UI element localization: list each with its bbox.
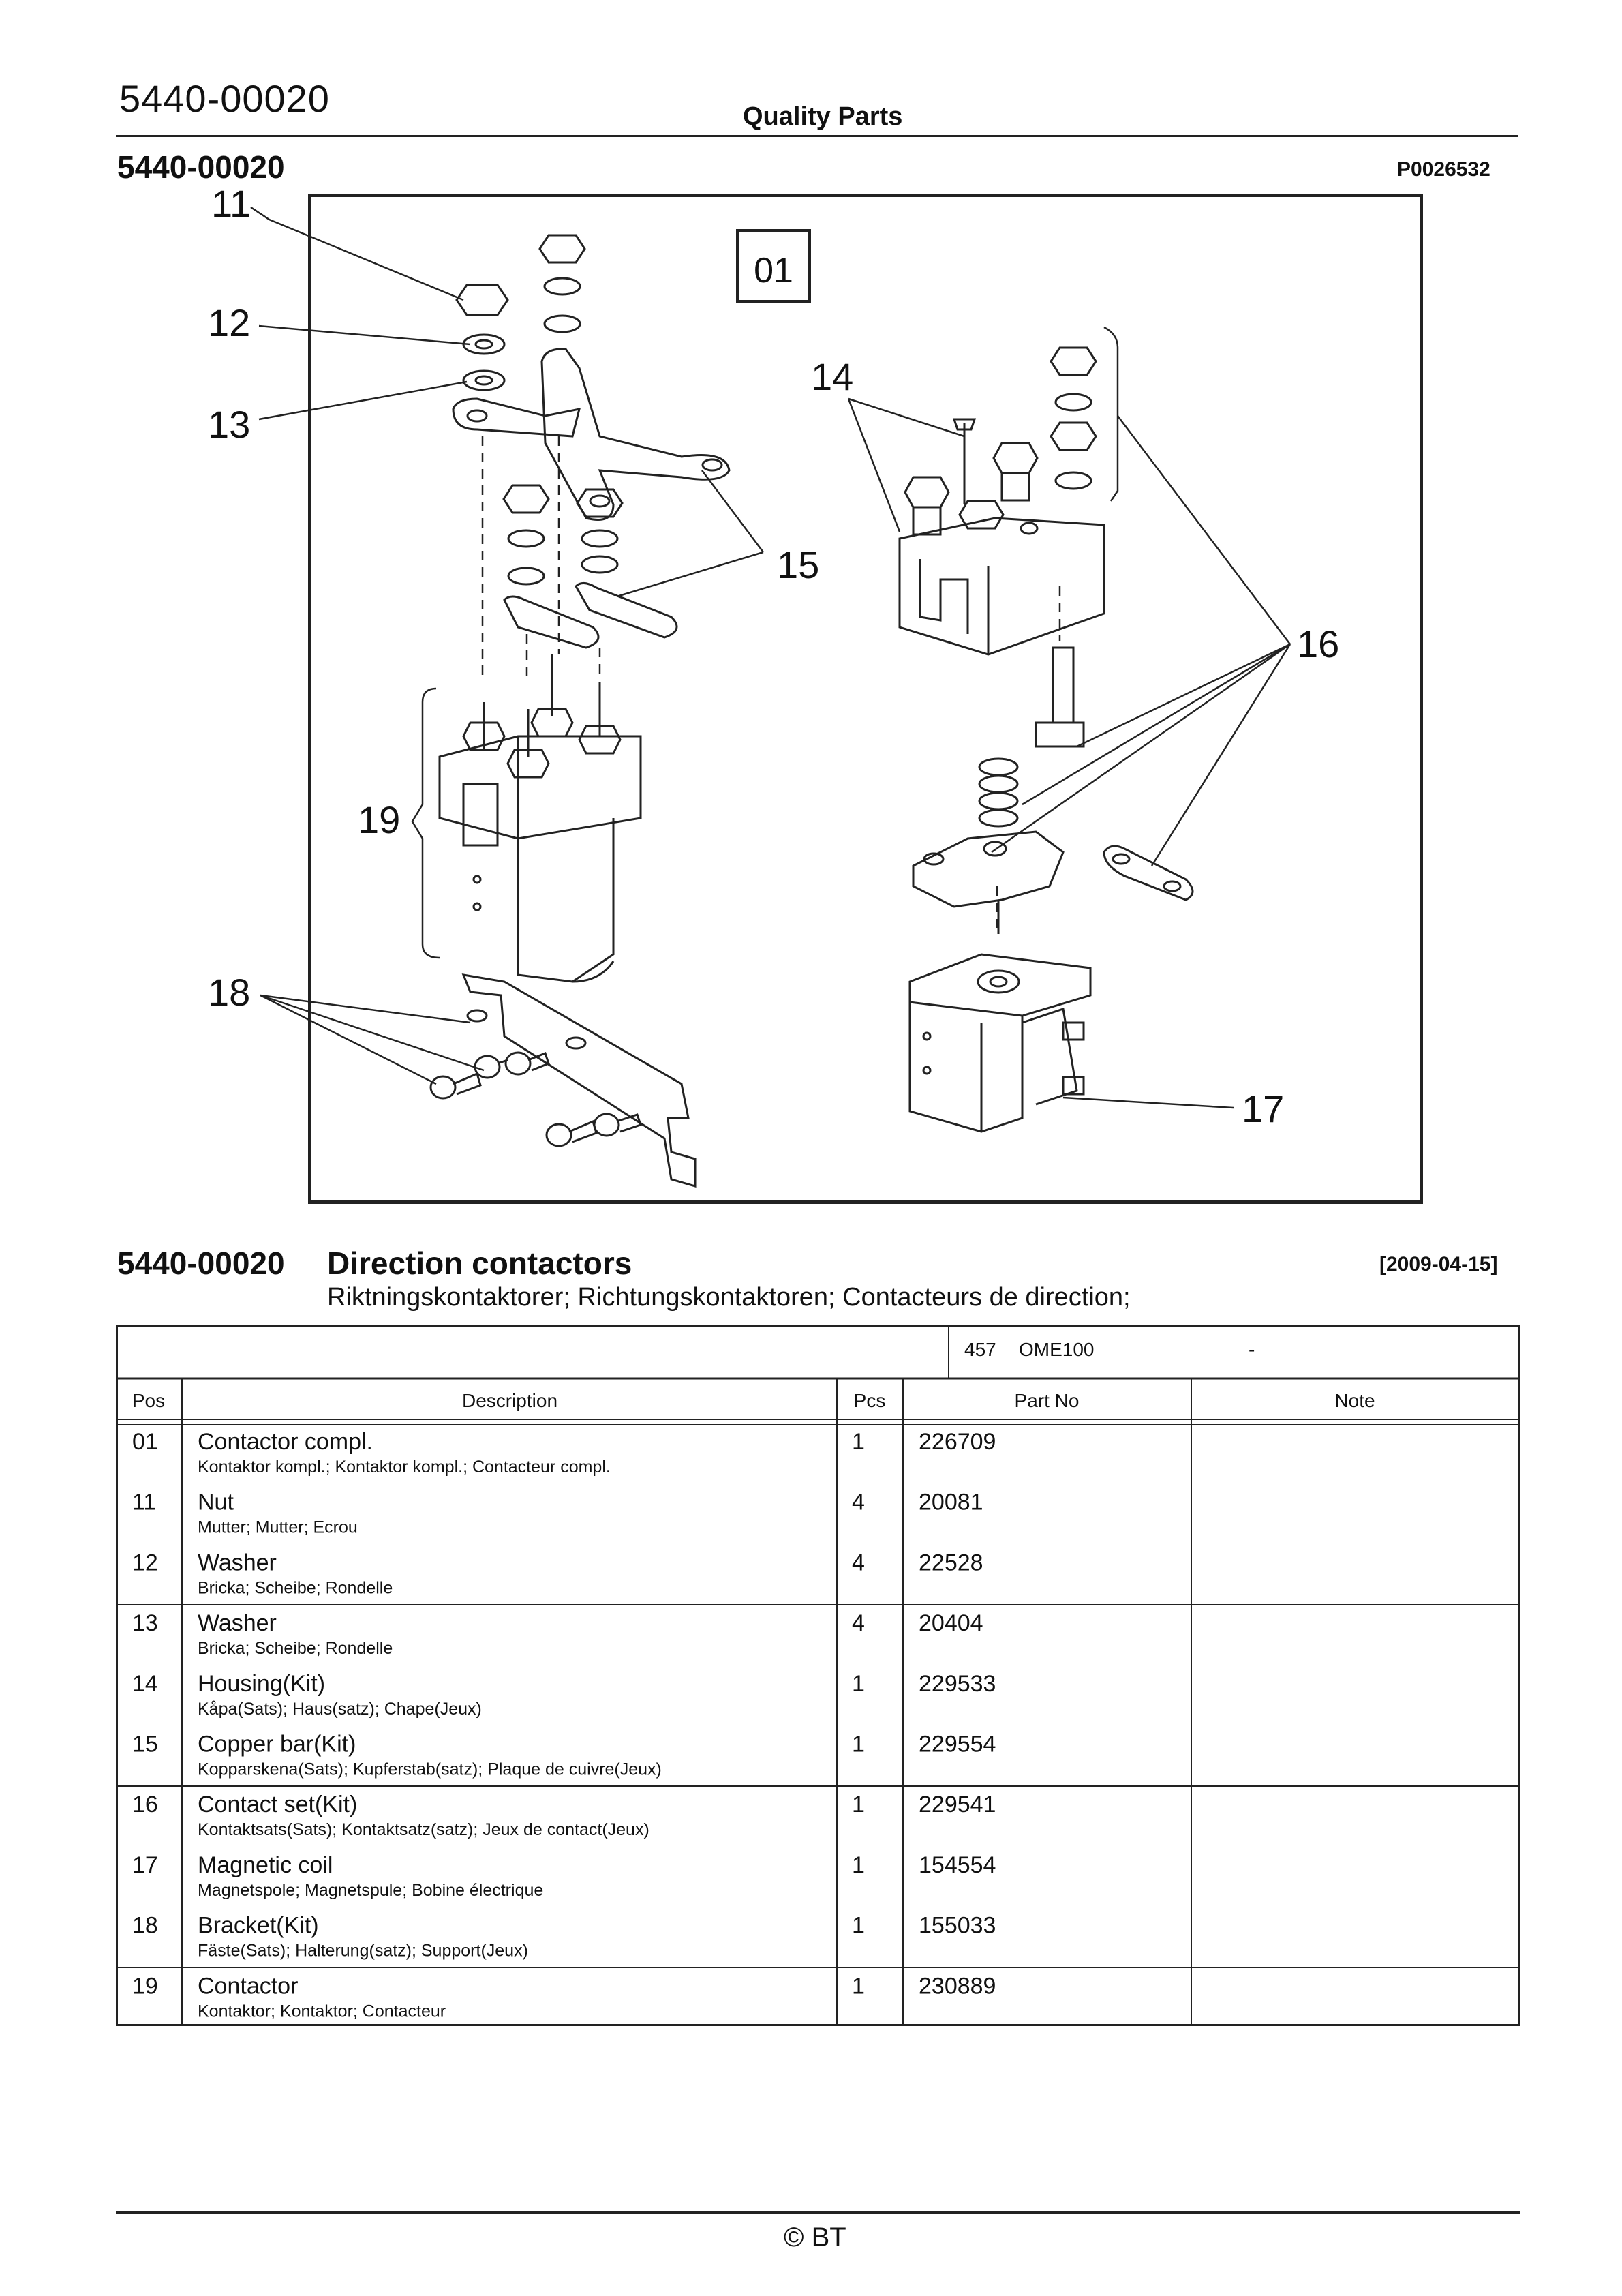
row-pcs: 1: [852, 1732, 865, 1757]
row-part-no: 229554: [919, 1732, 996, 1757]
row-translations: Fäste(Sats); Halterung(satz); Support(Je…: [198, 1942, 528, 1961]
callout-18: 18: [208, 971, 250, 1014]
column-header-pcs: Pcs: [854, 1390, 886, 1411]
column-header-pos: Pos: [132, 1390, 165, 1411]
header-divider: [116, 135, 1518, 137]
row-pcs: 1: [852, 1852, 865, 1878]
row-description: Contact set(Kit): [198, 1792, 357, 1817]
row-pos: 17: [132, 1852, 158, 1878]
frame-label-box: [736, 229, 811, 303]
row-part-no: 230889: [919, 1973, 996, 1999]
row-part-no: 155033: [919, 1913, 996, 1939]
callout-12: 12: [208, 301, 250, 344]
row-pos: 16: [132, 1792, 158, 1817]
callout-15: 15: [777, 543, 819, 586]
row-part-no: 20081: [919, 1490, 983, 1515]
nut-icon: [455, 284, 509, 316]
column-header-note: Note: [1334, 1390, 1375, 1411]
row-pcs: 4: [852, 1550, 865, 1575]
copyright-notice: © BT: [784, 2222, 846, 2252]
row-part-no: 22528: [919, 1550, 983, 1575]
row-translations: Kontaktsats(Sats); Kontaktsatz(satz); Je…: [198, 1820, 649, 1839]
row-pcs: 1: [852, 1973, 865, 1999]
callout-19: 19: [358, 798, 400, 841]
row-pos: 19: [132, 1973, 158, 1999]
row-pos: 11: [132, 1490, 156, 1515]
row-pcs: 1: [852, 1671, 865, 1697]
model-extra: -: [1249, 1339, 1255, 1360]
callout-17: 17: [1242, 1087, 1284, 1130]
row-pcs: 1: [852, 1792, 865, 1817]
callout-14: 14: [811, 355, 853, 398]
callout-13: 13: [208, 403, 250, 446]
row-description: Washer: [198, 1610, 277, 1636]
row-translations: Kontaktor; Kontaktor; Contacteur: [198, 2002, 446, 2021]
row-translations: Kåpa(Sats); Haus(satz); Chape(Jeux): [198, 1700, 482, 1719]
document-id: 5440-00020: [119, 77, 330, 120]
table-row: 01 Contactor compl.Kontaktor kompl.; Kont…: [132, 1429, 996, 1477]
exploded-view-diagram: 01 11 12 13 14 15 16 17 18 19: [208, 182, 1339, 1188]
row-pos: 15: [132, 1732, 158, 1757]
row-translations: Mutter; Mutter; Ecrou: [198, 1518, 358, 1537]
row-description: Contactor: [198, 1973, 298, 1999]
row-description: Nut: [198, 1490, 234, 1515]
footer-divider: [116, 2211, 1520, 2214]
frame-label: 01: [754, 251, 793, 290]
housing-14-drawing: [898, 418, 1105, 656]
magnetic-coil-17-drawing: [908, 953, 1092, 1133]
drawing-reference: P0026532: [1397, 158, 1490, 181]
row-description: Contactor compl.: [198, 1429, 373, 1455]
callout-16: 16: [1297, 622, 1339, 665]
table-row: 14 Housing(Kit) Kåpa(Sats); Haus(satz); Ch…: [132, 1671, 996, 1719]
row-description: Housing(Kit): [198, 1671, 325, 1697]
row-translations: Kopparskena(Sats); Kupferstab(satz); Pla…: [198, 1760, 662, 1779]
row-translations: Magnetspole; Magnetspule; Bobine électri…: [198, 1881, 543, 1900]
column-header-description: Description: [462, 1390, 557, 1411]
row-description: Bracket(Kit): [198, 1913, 319, 1939]
column-header-part-no: Part No: [1015, 1390, 1080, 1411]
row-pos: 12: [132, 1550, 158, 1575]
title-id: 5440-00020: [117, 1245, 285, 1281]
row-pcs: 4: [852, 1490, 865, 1515]
row-part-no: 229533: [919, 1671, 996, 1697]
revision-date: [2009-04-15]: [1379, 1253, 1498, 1275]
row-translations: Bricka; Scheibe; Rondelle: [198, 1578, 393, 1597]
row-pcs: 4: [852, 1610, 865, 1636]
brand-label: Quality Parts: [743, 102, 903, 131]
row-part-no: 226709: [919, 1429, 996, 1455]
diagram-frame: [308, 194, 1423, 1204]
title-translations: Riktningskontaktorer; Richtungskontaktor…: [327, 1283, 1131, 1312]
callout-11: 11: [211, 182, 251, 225]
row-pcs: 1: [852, 1429, 865, 1455]
model-number: 457: [964, 1339, 996, 1360]
row-part-no: 229541: [919, 1792, 996, 1817]
model-name: OME100: [1019, 1339, 1095, 1360]
bracket-18-drawing: [461, 973, 697, 1188]
row-description: Magnetic coil: [198, 1852, 333, 1878]
table-row: 16 Contact set(Kit) Kontaktsats(Sats); Kon…: [132, 1792, 996, 1839]
screw-icon: [429, 1051, 642, 1147]
row-translations: Kontaktor kompl.; Kontaktor kompl.; Cont…: [198, 1457, 611, 1477]
section-id: 5440-00020: [117, 149, 285, 185]
row-part-no: 20404: [919, 1610, 983, 1636]
table-row: 18 Bracket(Kit) Fäste(Sats); Halterung(sat…: [132, 1913, 996, 1961]
row-pcs: 1: [852, 1913, 865, 1939]
contactor-19-drawing: [438, 654, 642, 983]
row-description: Washer: [198, 1550, 277, 1575]
page-title: Direction contactors: [327, 1245, 632, 1281]
row-pos: 13: [132, 1610, 158, 1636]
row-translations: Bricka; Scheibe; Rondelle: [198, 1639, 393, 1658]
row-pos: 01: [132, 1429, 158, 1455]
row-description: Copper bar(Kit): [198, 1732, 356, 1757]
table-row: 15 Copper bar(Kit) Kopparskena(Sats); Kupf…: [132, 1732, 996, 1779]
row-part-no: 154554: [919, 1852, 996, 1878]
row-pos: 18: [132, 1913, 158, 1939]
row-pos: 14: [132, 1671, 158, 1697]
parts-table: 457 OME100 - Pos Description Pcs Part No…: [116, 1325, 1520, 2026]
